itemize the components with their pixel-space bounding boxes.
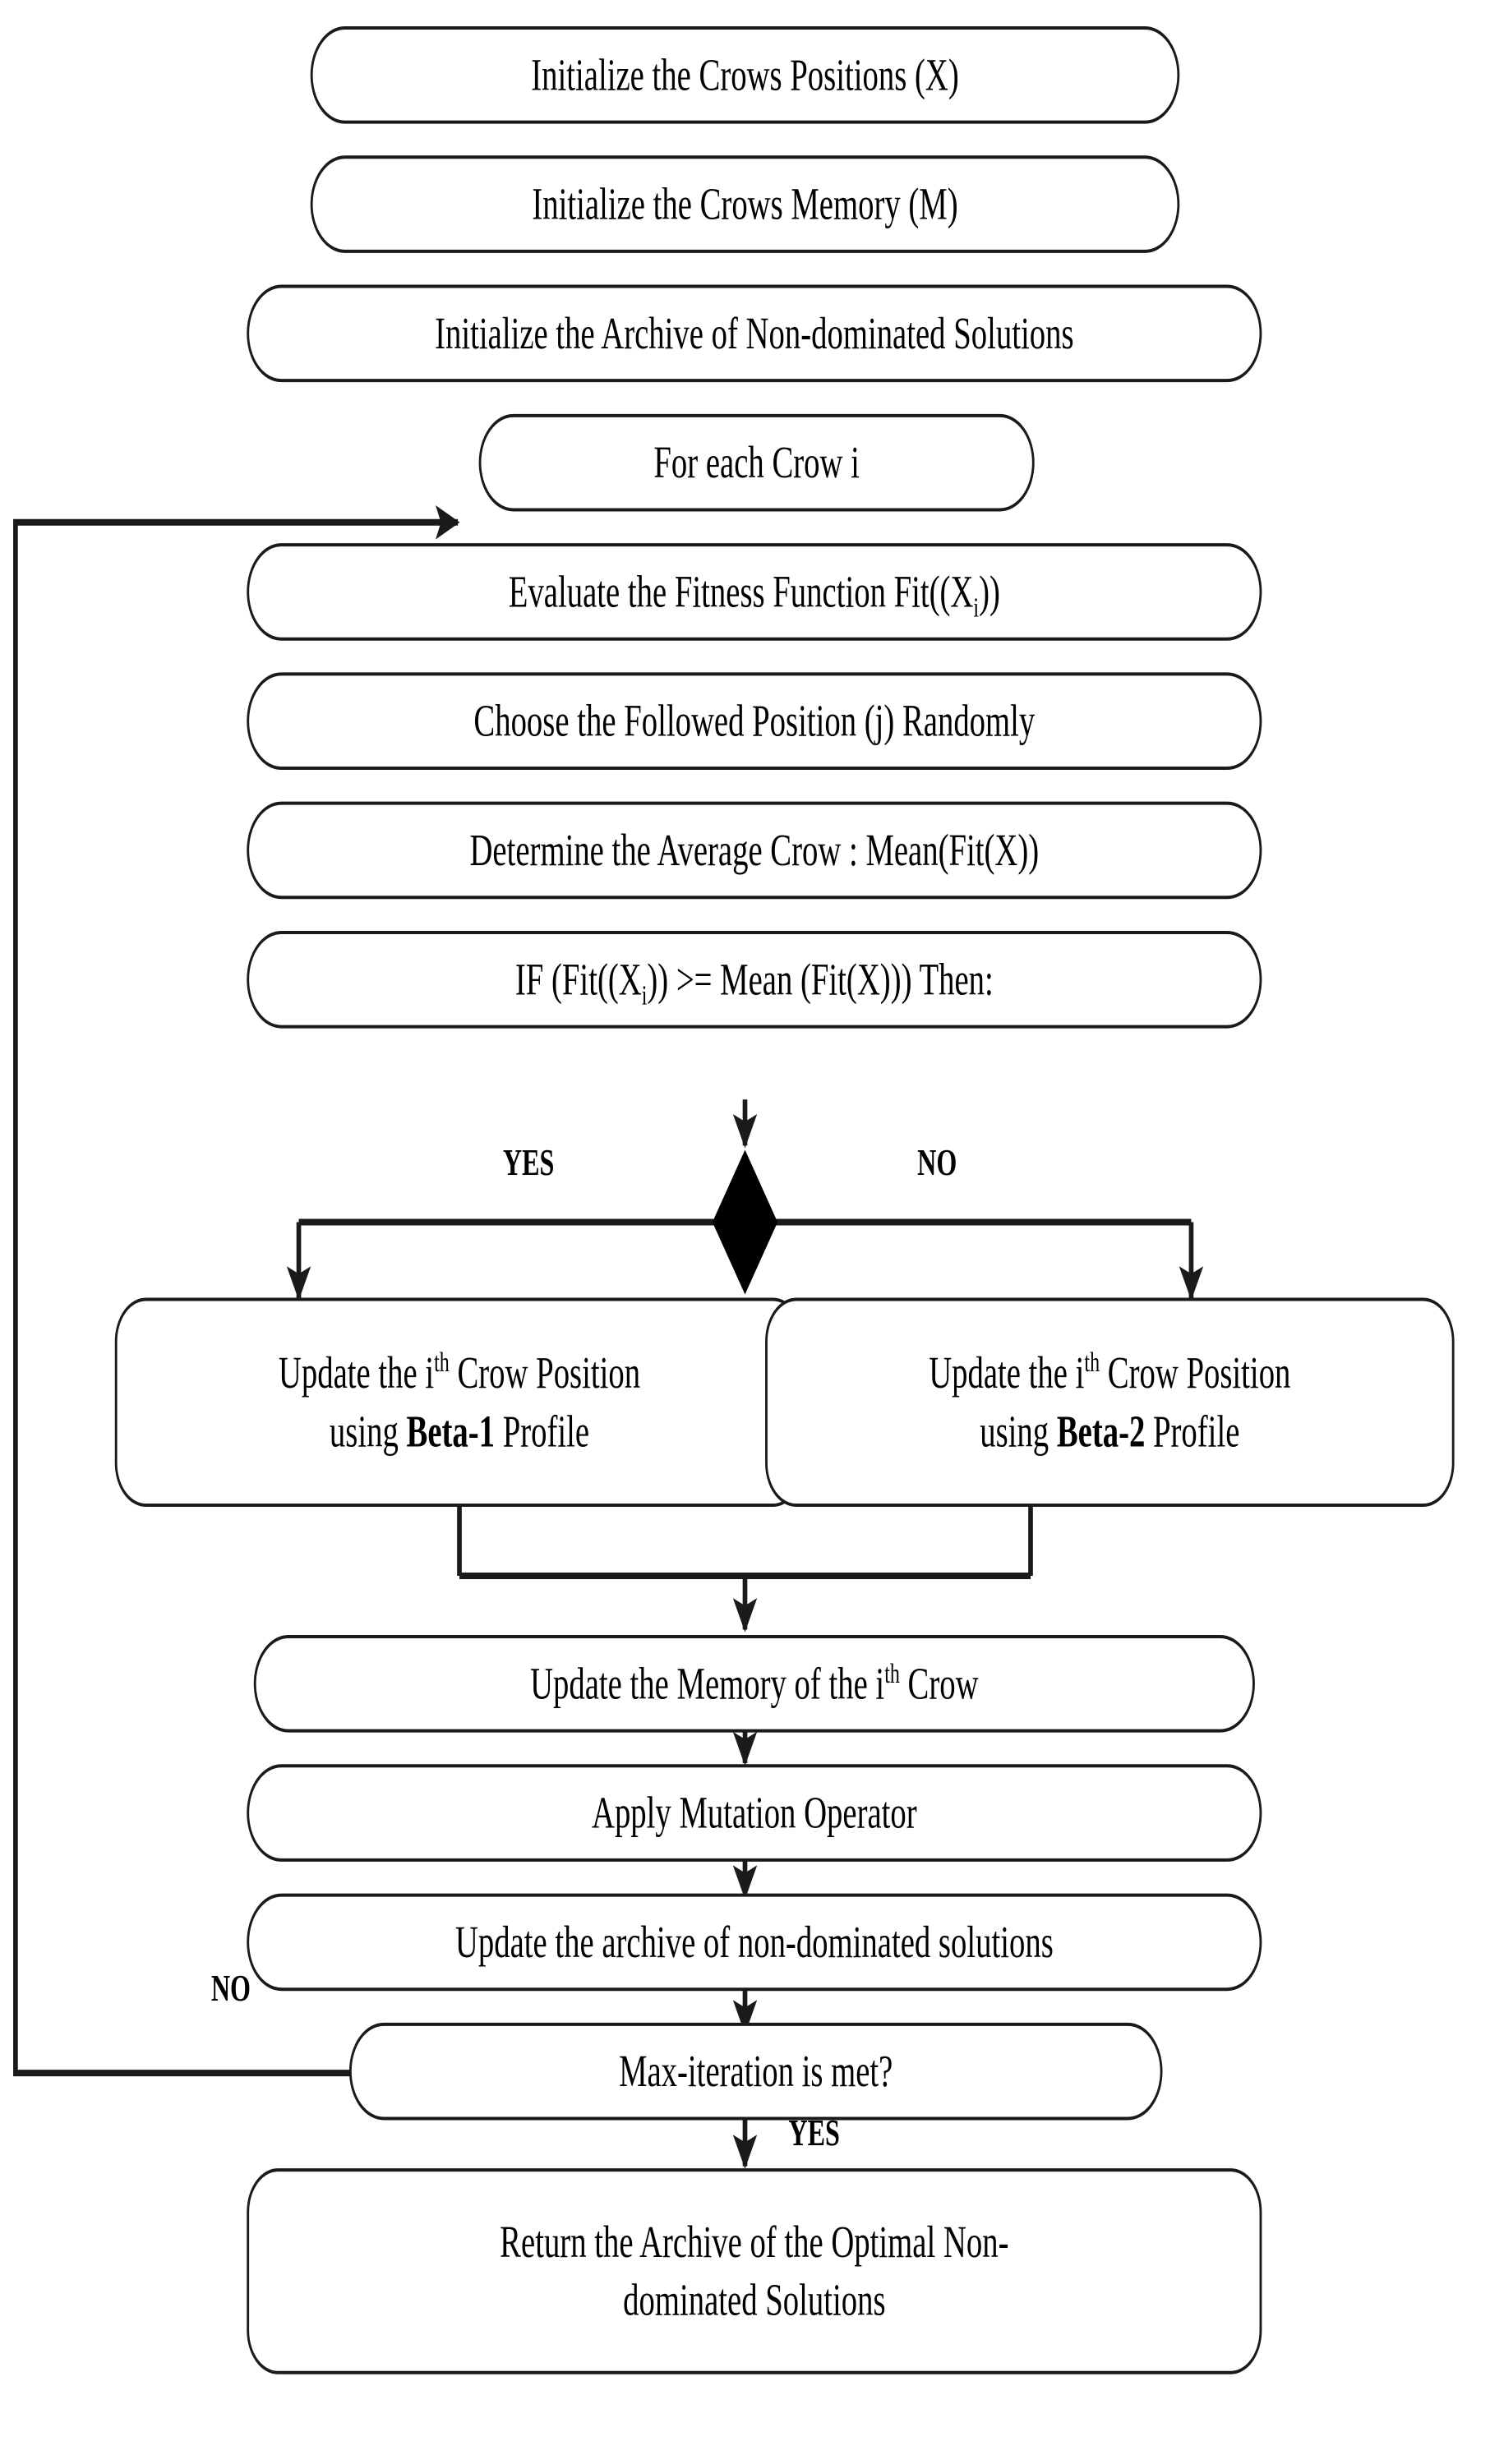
node-label: Return the Archive of the Optimal Non- d…: [500, 2216, 1009, 2325]
node-init-archive[interactable]: Initialize the Archive of Non-dominated …: [247, 284, 1262, 383]
loop-label-no: NO: [210, 1969, 251, 2010]
node-init-positions[interactable]: Initialize the Crows Positions (X): [310, 25, 1180, 124]
node-evaluate-fitness[interactable]: Evaluate the Fitness Function Fit((Xi)): [247, 543, 1262, 641]
branch-label-no: NO: [917, 1143, 957, 1184]
superscript-th: th: [884, 1659, 900, 1690]
node-update-memory[interactable]: Update the Memory of the ith Crow: [253, 1635, 1255, 1733]
beta-profile-name: Beta-1: [406, 1405, 496, 1457]
subscript-i: i: [641, 980, 648, 1012]
node-label: Initialize the Crows Memory (M): [532, 178, 958, 230]
node-if-condition[interactable]: IF (Fit((Xi)) >= Mean (Fit(X))) Then:: [247, 930, 1262, 1029]
node-label: Choose the Followed Position (j) Randoml…: [473, 696, 1036, 747]
node-choose-position[interactable]: Choose the Followed Position (j) Randoml…: [247, 672, 1262, 771]
superscript-th: th: [1084, 1347, 1100, 1379]
branch-label-yes: YES: [502, 1143, 555, 1184]
node-for-each-crow[interactable]: For each Crow i: [478, 413, 1035, 512]
exit-label-yes: YES: [788, 2113, 840, 2154]
node-label: Apply Mutation Operator: [591, 1787, 917, 1839]
node-label: Update the ith Crow Position using Beta-…: [278, 1347, 641, 1457]
beta-profile-name: Beta-2: [1056, 1405, 1146, 1457]
node-label: Max-iteration is met?: [619, 2046, 893, 2097]
node-update-archive[interactable]: Update the archive of non-dominated solu…: [247, 1893, 1262, 1992]
node-init-memory[interactable]: Initialize the Crows Memory (M): [310, 155, 1180, 253]
node-label: Initialize the Crows Positions (X): [531, 49, 959, 100]
node-label: Update the Memory of the ith Crow: [530, 1658, 979, 1709]
node-label: Update the ith Crow Position using Beta-…: [929, 1347, 1291, 1457]
subscript-i: i: [973, 592, 980, 624]
node-label: For each Crow i: [653, 437, 860, 488]
node-label: Determine the Average Crow : Mean(Fit(X)…: [469, 825, 1040, 876]
node-determine-mean[interactable]: Determine the Average Crow : Mean(Fit(X)…: [247, 801, 1262, 900]
node-label: IF (Fit((Xi)) >= Mean (Fit(X))) Then:: [514, 954, 994, 1012]
node-label: Evaluate the Fitness Function Fit((Xi)): [508, 566, 1000, 624]
beta-decision-diamond[interactable]: [712, 1149, 778, 1295]
node-label: Update the archive of non-dominated solu…: [454, 1917, 1054, 1968]
node-return-archive[interactable]: Return the Archive of the Optimal Non- d…: [247, 2168, 1262, 2374]
node-label: Initialize the Archive of Non-dominated …: [435, 308, 1074, 359]
diamond-icon: [712, 1149, 778, 1295]
superscript-th: th: [434, 1347, 450, 1379]
node-max-iteration[interactable]: Max-iteration is met?: [348, 2022, 1163, 2121]
node-apply-mutation[interactable]: Apply Mutation Operator: [247, 1764, 1262, 1862]
node-update-beta2[interactable]: Update the ith Crow Position using Beta-…: [765, 1297, 1455, 1508]
node-update-beta1[interactable]: Update the ith Crow Position using Beta-…: [114, 1297, 805, 1508]
